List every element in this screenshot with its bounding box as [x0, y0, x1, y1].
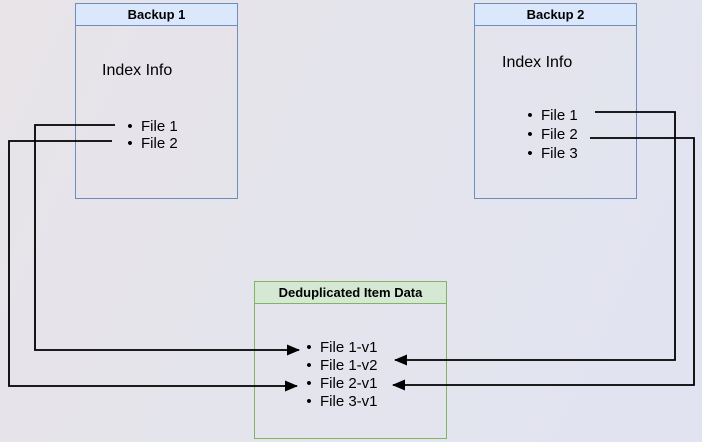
- backup2-file3-label: File 3: [541, 145, 578, 162]
- bullet-icon: •: [306, 393, 312, 410]
- backup2-file2-label: File 2: [541, 126, 578, 143]
- dedup-box: Deduplicated Item Data • File 1-v1 • Fil…: [254, 281, 447, 439]
- backup1-file-list: • File 1 • File 2: [123, 118, 178, 152]
- bullet-icon: •: [306, 357, 312, 374]
- backup1-file1-label: File 1: [141, 118, 178, 135]
- backup2-file3-item: • File 3: [523, 144, 578, 163]
- dedup-file1v2-label: File 1-v2: [320, 357, 378, 374]
- bullet-icon: •: [306, 375, 312, 392]
- bullet-icon: •: [527, 145, 533, 162]
- backup1-box: Backup 1 Index Info • File 1 • File 2: [75, 3, 238, 199]
- backup2-file-list: • File 1 • File 2 • File 3: [523, 106, 578, 163]
- dedup-file2v1-label: File 2-v1: [320, 375, 378, 392]
- bullet-icon: •: [127, 118, 133, 135]
- backup2-file2-item: • File 2: [523, 125, 578, 144]
- backup1-file2-label: File 2: [141, 135, 178, 152]
- bullet-icon: •: [127, 135, 133, 152]
- dedup-item-list: • File 1-v1 • File 1-v2 • File 2-v1 • Fi…: [302, 339, 378, 411]
- backup1-title: Backup 1: [76, 4, 237, 26]
- backup2-file1-label: File 1: [541, 107, 578, 124]
- backup2-title: Backup 2: [475, 4, 636, 26]
- dedup-file2v1-item: • File 2-v1: [302, 375, 378, 393]
- backup2-file1-item: • File 1: [523, 106, 578, 125]
- dedup-file1v1-label: File 1-v1: [320, 339, 378, 356]
- backup1-file2-item: • File 2: [123, 135, 178, 152]
- backup2-index-info-label: Index Info: [502, 54, 573, 71]
- dedup-file1v1-item: • File 1-v1: [302, 339, 378, 357]
- backup1-file1-item: • File 1: [123, 118, 178, 135]
- bullet-icon: •: [306, 339, 312, 356]
- backup2-box: Backup 2 Index Info • File 1 • File 2 • …: [474, 3, 637, 199]
- dedup-file1v2-item: • File 1-v2: [302, 357, 378, 375]
- bullet-icon: •: [527, 107, 533, 124]
- dedup-title: Deduplicated Item Data: [255, 282, 446, 304]
- bullet-icon: •: [527, 126, 533, 143]
- dedup-file3v1-label: File 3-v1: [320, 393, 378, 410]
- dedup-file3v1-item: • File 3-v1: [302, 393, 378, 411]
- backup1-index-info-label: Index Info: [102, 62, 173, 79]
